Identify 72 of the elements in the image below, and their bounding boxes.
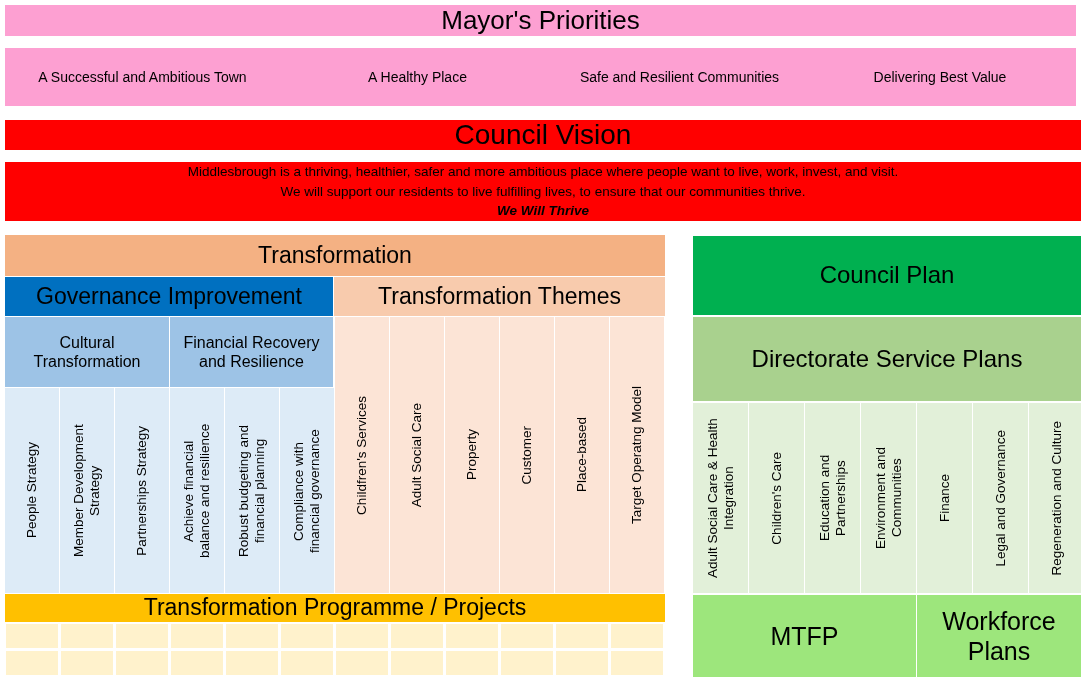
band-title: MTFP [769,621,840,651]
band-title: Governance Improvement [35,282,303,311]
column-panel [115,388,169,593]
band-title: Mayor's Priorities [440,4,641,37]
header-band [5,594,665,622]
header-band [693,595,916,677]
band-title: Council Vision [453,118,633,152]
vision-text: Middlesbrough is a thriving, healthier, safer and more ambitious place where people want to live, work, invest, and visit. [186,163,900,182]
column-label: Adult Social Care & Health Integration [705,417,736,580]
header-band [5,277,333,316]
column-panel [170,388,224,593]
subheader-panel [170,317,333,387]
header-band [693,236,1081,315]
band-title: Transformation Programme / Projects [142,594,528,622]
band-title: Council Plan [818,261,956,290]
column-label: Legal and Governance [992,429,1009,567]
vision-text: We Will Thrive [496,202,590,221]
column-panel [5,388,59,593]
column-label: Finance [936,474,953,522]
column-panel [973,403,1028,593]
column-panel [861,403,916,593]
column-panel [60,388,114,593]
column-panel [225,388,279,593]
column-label: Children's Care [768,451,785,545]
priority-label: A Successful and Ambitious Town [37,68,248,86]
column-panel [805,403,860,593]
header-band [693,317,1081,401]
priority-label: Delivering Best Value [872,68,1008,86]
column-label: Partnerships Strategy [134,425,150,556]
subheader-label: Financial Recovery and Resilience [182,332,321,372]
column-label: Achieve financial balance and resilience [181,422,213,560]
column-panel [390,317,444,593]
column-label: People Strategy [24,442,40,539]
column-panel [280,388,334,593]
column-label: Adult Social Care [409,402,425,508]
header-band [917,595,1081,677]
band-title: Directorate Service Plans [750,344,1024,374]
priority-panel [804,48,1076,106]
column-label: Target Operatng Model [629,385,645,525]
column-label: Compliance with financial governance [291,427,323,555]
header-band [5,120,1081,150]
column-panel [500,317,554,593]
column-label: Member Development Strategy [71,423,103,558]
vision-text: We will support our residents to live fulfilling lives, to ensure that our communities thrive. [279,182,807,201]
column-label: Education and Partnerships [817,453,848,544]
column-panel [335,317,389,593]
column-label: Place-based [574,417,590,493]
column-panel [1029,403,1081,593]
band-title: Workforce Plans [941,606,1057,666]
column-label: Customer [519,425,535,485]
header-band [5,5,1076,36]
column-panel [610,317,664,593]
band-title: Transformation Themes [377,282,622,311]
priority-panel [5,48,280,106]
column-panel [749,403,804,593]
column-label: Regeneration and Culture [1048,420,1065,576]
priority-label: Safe and Resilient Communities [578,68,781,86]
column-label: Property [464,429,480,481]
vision-panel [5,162,1081,221]
header-band [5,235,665,276]
column-label: Childfren's Services [354,395,370,515]
priority-label: A Healthy Place [367,68,468,86]
band-title: Transformation [257,241,413,270]
column-label: Environment and Communities [873,445,904,552]
column-label: Robust budgeting and financial planning [236,423,268,559]
column-panel [693,403,748,593]
column-panel [445,317,499,593]
column-panel [555,317,609,593]
header-band [334,277,665,316]
subheader-label: Cultural Transformation [32,332,142,372]
subheader-panel [5,317,169,387]
column-panel [917,403,972,593]
